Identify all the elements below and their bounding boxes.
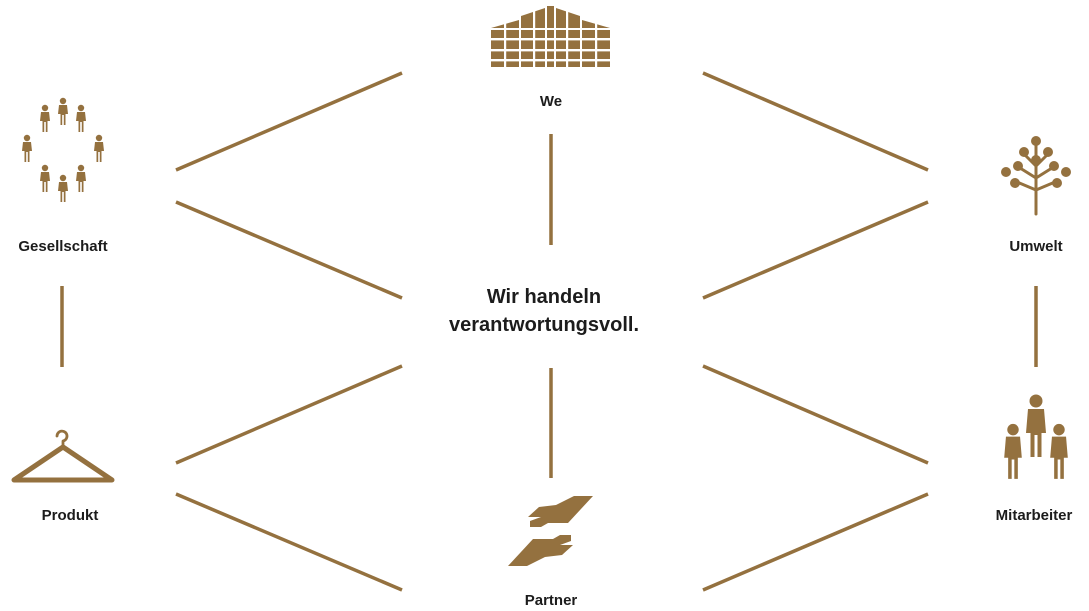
center-statement-line2: verantwortungsvoll. — [448, 314, 640, 336]
clothes-hanger-icon — [11, 429, 115, 483]
node-label-partner: Partner — [524, 592, 578, 609]
connector-center-produkt — [175, 364, 403, 465]
center-statement-line1: Wir handeln — [486, 286, 602, 308]
connector-mitarbeiter-partner — [702, 492, 929, 592]
connector-we-umwelt — [702, 71, 929, 172]
connector-we-gesellschaft — [175, 71, 403, 172]
tree-icon — [1001, 136, 1071, 216]
center-statement: Wir handeln verantwortungsvoll. — [394, 283, 694, 339]
node-label-umwelt: Umwelt — [1009, 238, 1063, 255]
node-label-produkt: Produkt — [41, 507, 99, 524]
node-label-gesellschaft: Gesellschaft — [18, 238, 108, 255]
handshake-icon — [508, 496, 593, 566]
node-label-mitarbeiter: Mitarbeiter — [995, 507, 1073, 524]
connector-center-mitarbeiter — [702, 364, 929, 465]
building-icon — [491, 6, 610, 68]
connector-center-gesellschaft — [175, 200, 403, 300]
connector-lines — [60, 71, 1038, 592]
employees-icon — [1004, 394, 1068, 479]
node-label-we: We — [539, 93, 563, 110]
connector-center-umwelt — [702, 200, 929, 300]
people-circle-icon — [22, 97, 104, 202]
connector-produkt-partner — [175, 492, 403, 592]
